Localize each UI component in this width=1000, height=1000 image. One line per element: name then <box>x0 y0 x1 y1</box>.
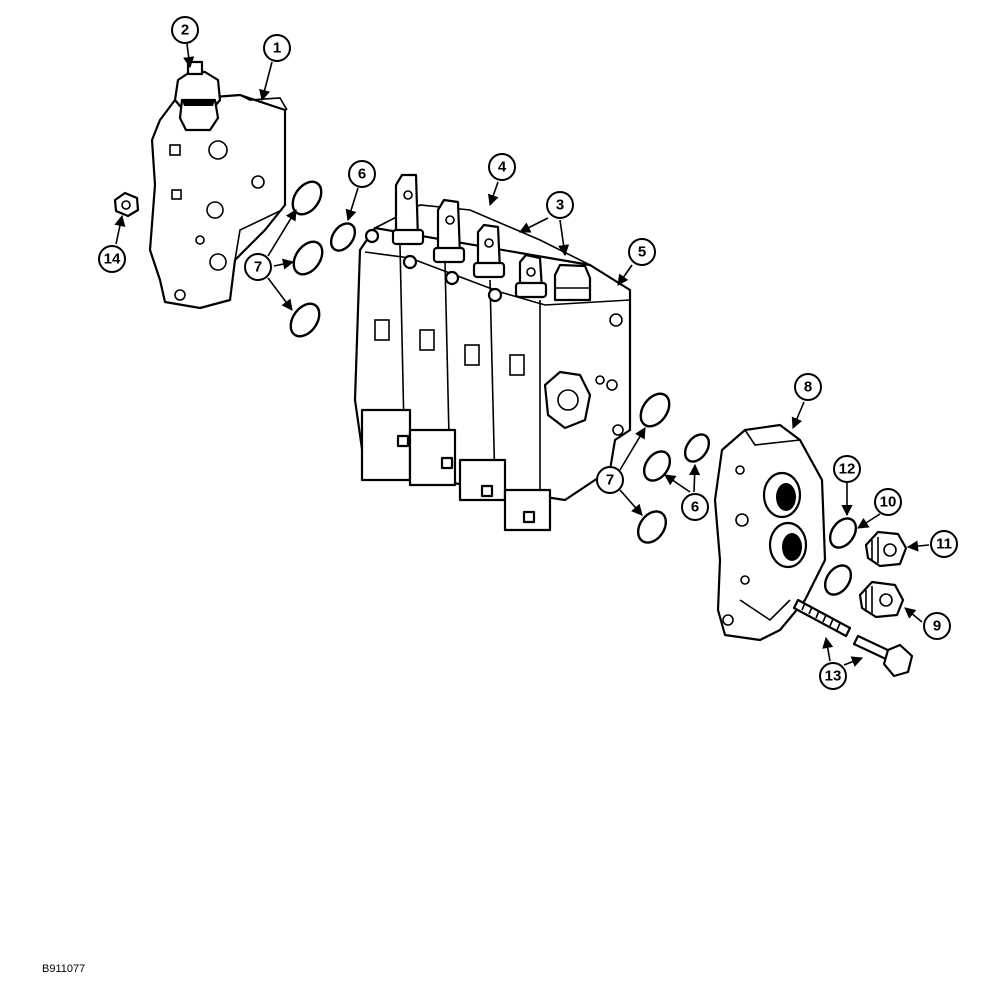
outlet-section <box>713 423 827 642</box>
svg-text:14: 14 <box>104 251 121 268</box>
bolts <box>792 598 914 678</box>
o-rings-left <box>289 180 357 338</box>
nut <box>113 191 140 218</box>
callout-6-right: 6 <box>664 463 709 521</box>
svg-text:10: 10 <box>880 494 897 511</box>
svg-text:7: 7 <box>606 472 614 489</box>
callout-9: 9 <box>904 607 951 640</box>
callout-8: 8 <box>791 373 822 430</box>
svg-text:3: 3 <box>556 197 564 214</box>
callout-12: 12 <box>833 455 861 517</box>
svg-text:6: 6 <box>358 166 366 183</box>
callout-5: 5 <box>617 238 656 286</box>
figure-code: B911077 <box>42 963 85 975</box>
callout-3: 3 <box>518 191 574 257</box>
plugs <box>858 530 908 619</box>
svg-text:4: 4 <box>498 159 507 176</box>
callout-14: 14 <box>98 214 126 273</box>
svg-text:2: 2 <box>181 22 189 39</box>
svg-text:6: 6 <box>691 499 699 516</box>
callout-2: 2 <box>171 16 199 69</box>
callout-1: 1 <box>259 34 291 102</box>
callout-4: 4 <box>488 153 516 207</box>
svg-text:7: 7 <box>254 259 262 276</box>
svg-text:11: 11 <box>936 536 952 553</box>
svg-text:9: 9 <box>933 618 941 635</box>
callout-7-left: 7 <box>244 209 297 311</box>
svg-text:8: 8 <box>804 379 812 396</box>
callout-11: 11 <box>906 530 958 558</box>
inlet-section <box>148 93 288 310</box>
svg-text:13: 13 <box>825 668 842 685</box>
o-rings-right <box>636 392 858 596</box>
svg-text:12: 12 <box>839 461 856 478</box>
callout-7-right: 7 <box>596 427 646 516</box>
callout-6-left: 6 <box>345 160 376 222</box>
spools <box>364 173 592 303</box>
callout-10: 10 <box>857 488 902 529</box>
svg-text:1: 1 <box>273 40 281 57</box>
callout-13: 13 <box>819 636 864 690</box>
relief-valve <box>173 60 222 132</box>
svg-text:5: 5 <box>638 244 646 261</box>
